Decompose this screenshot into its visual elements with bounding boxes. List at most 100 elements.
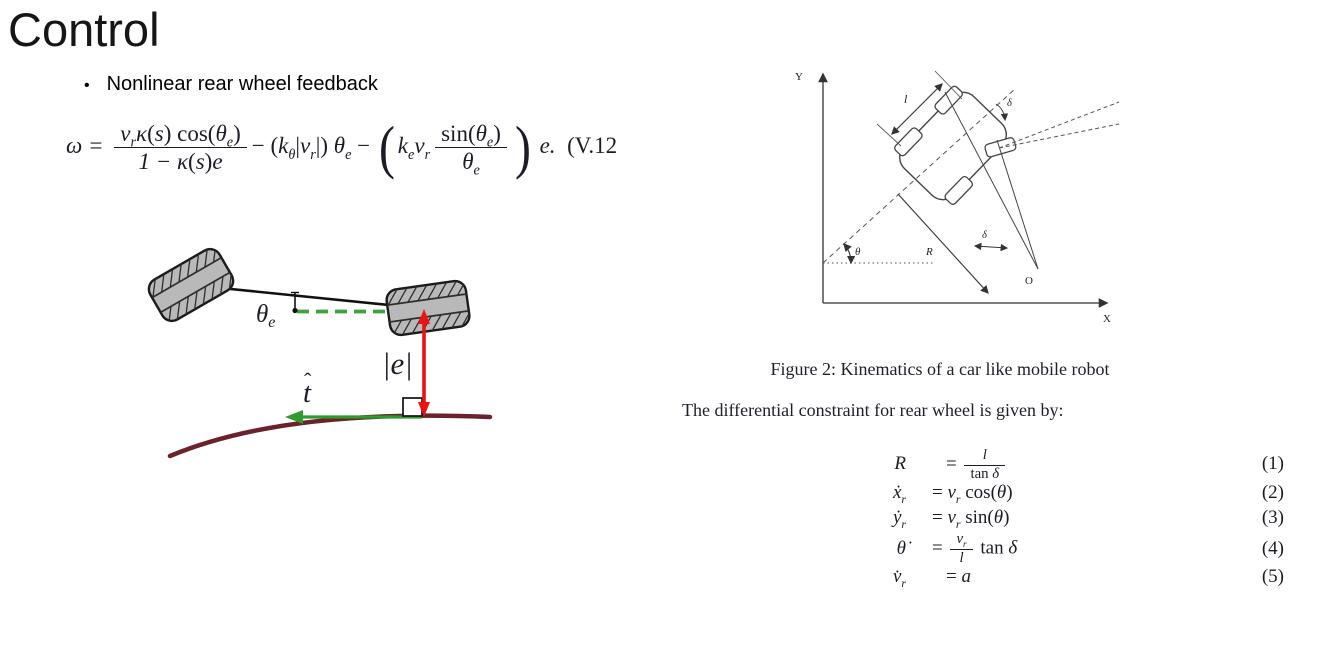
- equation-row: ẋr= vr cos(θ)(2): [872, 482, 1284, 507]
- tangent-label: t: [303, 377, 312, 409]
- math-subscript: r: [901, 517, 906, 531]
- math-upright-token: ) cos(: [163, 120, 216, 146]
- radius-arrow: [897, 193, 989, 294]
- math-subscript: r: [963, 539, 967, 550]
- math-upright-token: =: [946, 453, 962, 475]
- math-token: ω =: [66, 133, 110, 159]
- math-subscript: r: [955, 492, 961, 506]
- right-wheel: [385, 279, 473, 336]
- steered-wheel-ray-upper: [998, 101, 1120, 149]
- math-upright-token: tan: [975, 537, 1009, 559]
- constraint-intro-text: The differential constraint for rear whe…: [682, 400, 1064, 420]
- vehicle-centerline-dash: [822, 88, 1016, 264]
- error-arrowhead-top: [418, 309, 430, 324]
- math-upright-token: |): [315, 133, 334, 159]
- equation-lhs: ẏr: [872, 507, 906, 531]
- equation-rhs: = l tan δ: [906, 447, 1262, 483]
- theta-label: θ: [855, 246, 861, 258]
- math-subscript: r: [901, 492, 906, 506]
- math-upright-token: =: [946, 566, 962, 588]
- math-upright-token: (: [188, 149, 196, 175]
- fraction-numerator: vrκ(s) cos(θe): [114, 120, 247, 151]
- front-left-wheel-line-to-O: [944, 91, 1039, 270]
- steered-wheel-ray-lower: [998, 123, 1120, 149]
- math-token: v: [947, 507, 956, 529]
- equation-rhs: = vr sin(θ): [906, 507, 1262, 531]
- delta-top-angle-arc: [995, 103, 1009, 122]
- math-token: v: [947, 482, 956, 504]
- math-token: s: [154, 120, 164, 146]
- dimension-extension-front: [934, 70, 963, 100]
- math-token: θ: [993, 507, 1004, 529]
- bullet-marker: •: [84, 77, 90, 94]
- math-upright-token: ): [1003, 507, 1010, 529]
- fraction-denominator: θe: [435, 148, 507, 178]
- equation-rhs: = a: [906, 566, 1262, 588]
- car-body-group: [894, 85, 1017, 205]
- equation-number: (1): [1261, 453, 1284, 475]
- equation-lhs: ẋr: [872, 482, 906, 506]
- math-subscript: e: [408, 146, 415, 163]
- math-fraction: sin(θe)θe: [435, 121, 507, 178]
- equation-lhs: R: [872, 453, 906, 475]
- math-upright-token: (: [147, 120, 155, 146]
- equation-row: ẏr= vr sin(θ)(3): [872, 507, 1284, 532]
- math-token: e: [212, 149, 223, 175]
- wheelbase-dimension-line: [891, 83, 943, 135]
- math-token: v: [299, 133, 311, 159]
- fraction-denominator: tan δ: [964, 466, 1005, 483]
- theta-angle-arc: [843, 243, 856, 265]
- math-token: l: [959, 549, 964, 566]
- equation-number: (4): [1261, 537, 1284, 559]
- math-token: a: [961, 566, 971, 588]
- math-subscript: e: [226, 134, 234, 151]
- right-angle-marker: [402, 397, 423, 417]
- math-token: k: [397, 133, 409, 159]
- math-subscript: r: [955, 517, 961, 531]
- equation-lhs: θ̇: [872, 538, 906, 560]
- equation-number: (5): [1261, 566, 1284, 588]
- bullet-item: • Nonlinear rear wheel feedback: [84, 73, 378, 99]
- math-token: δ: [992, 465, 1000, 482]
- equation-number: (2): [1261, 482, 1284, 504]
- math-token: e.: [533, 133, 556, 159]
- delta-bottom-angle-marker: [973, 242, 1009, 252]
- angle-vertex-dot: [292, 307, 298, 314]
- math-token: 1 − κ: [138, 149, 189, 175]
- math-token: l: [982, 447, 987, 463]
- equation-rhs: = vr cos(θ): [906, 482, 1262, 506]
- y-axis-label: Y: [795, 71, 803, 83]
- reference-path: [167, 413, 493, 459]
- slide-title: Control: [8, 3, 160, 56]
- math-token: θ: [475, 120, 487, 146]
- delta-bottom-label: δ: [982, 230, 988, 241]
- math-upright-token: cos(: [960, 482, 997, 504]
- math-fraction: vrκ(s) cos(θe)1 − κ(s)e: [114, 120, 247, 176]
- math-token: k: [278, 133, 289, 159]
- math-token: κ: [136, 120, 148, 146]
- math-token: v̇: [892, 566, 902, 588]
- math-upright-token: ): [204, 149, 213, 175]
- math-upright-token: =: [932, 482, 948, 504]
- math-big-paren: ): [514, 114, 531, 180]
- error-arrowhead-bottom: [418, 402, 430, 417]
- fraction-denominator: l: [950, 550, 972, 567]
- math-upright-token: =: [932, 537, 948, 559]
- equation-number: (3): [1261, 507, 1284, 529]
- left-wheel: [145, 244, 239, 325]
- math-subscript: e: [473, 163, 480, 179]
- figure-caption: Figure 2: Kinematics of a car like mobil…: [770, 359, 1110, 379]
- x-axis-label: X: [1103, 313, 1111, 325]
- rear-right-wheel: [944, 175, 974, 205]
- fraction-numerator: sin(θe): [435, 121, 507, 149]
- tangent-arrowhead: [285, 410, 303, 424]
- math-upright-token: (V.12: [555, 133, 618, 159]
- math-token: ẋ: [892, 482, 902, 504]
- math-token: s: [195, 149, 205, 175]
- fraction-denominator: 1 − κ(s)e: [114, 148, 246, 175]
- math-token: θ̇: [896, 537, 906, 559]
- math-token: θ: [215, 120, 227, 146]
- tangent-hat-accent: ˆ: [304, 368, 312, 393]
